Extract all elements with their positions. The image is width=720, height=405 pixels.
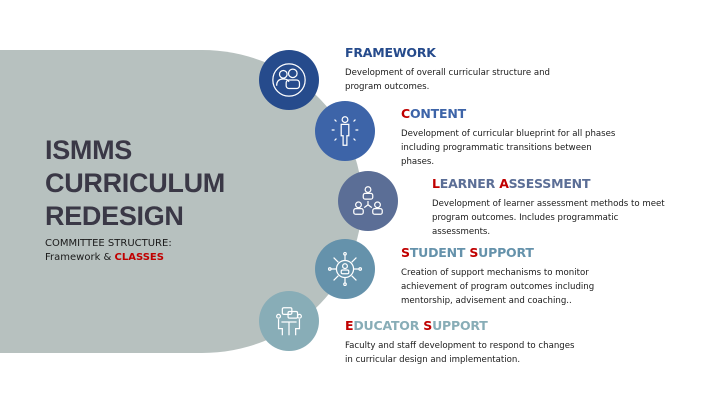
item-heading: LEARNER ASSESSMENT: [432, 176, 667, 191]
item-heading: CONTENT: [401, 106, 626, 121]
subtitle-line1: COMMITTEE STRUCTURE:: [45, 238, 172, 249]
heading-text: S: [469, 245, 479, 260]
title-line: CURRICULUM: [45, 168, 225, 198]
subtitle-highlight: CLASSES: [114, 252, 164, 263]
heading-text: S: [401, 245, 410, 260]
item-framework: FRAMEWORK Development of overall curricu…: [345, 45, 565, 94]
heading-text: TUDENT: [409, 245, 470, 260]
heading-text: FRAMEWORK: [345, 45, 436, 60]
group-network-icon: [338, 171, 398, 231]
item-heading: EDUCATOR SUPPORT: [345, 318, 575, 333]
page-title: ISMMS CURRICULUM REDESIGN: [45, 134, 225, 233]
item-description: Creation of support mechanisms to monito…: [401, 268, 595, 306]
heading-text: S: [423, 318, 433, 333]
heading-text: DUCATOR: [353, 318, 424, 333]
person-hub-icon: [315, 239, 375, 299]
heading-text: EARNER: [439, 176, 500, 191]
heading-text: A: [499, 176, 509, 191]
person-idea-icon: [315, 101, 375, 161]
heading-text: E: [345, 318, 354, 333]
people-chat-icon: [259, 50, 319, 110]
item-learner-assessment: LEARNER ASSESSMENT Development of learne…: [432, 176, 667, 239]
item-description: Development of learner assessment method…: [432, 199, 665, 237]
heading-text: ONTENT: [409, 106, 466, 121]
item-heading: FRAMEWORK: [345, 45, 565, 60]
heading-text: UPPORT: [432, 318, 488, 333]
meeting-table-icon: [259, 291, 319, 351]
item-description: Development of overall curricular struct…: [345, 68, 550, 92]
heading-text: UPPORT: [478, 245, 534, 260]
heading-text: C: [401, 106, 410, 121]
subtitle: COMMITTEE STRUCTURE: Framework & CLASSES: [45, 237, 172, 265]
item-description: Development of curricular blueprint for …: [401, 129, 616, 167]
item-educator-support: EDUCATOR SUPPORT Faculty and staff devel…: [345, 318, 575, 367]
item-student-support: STUDENT SUPPORT Creation of support mech…: [401, 245, 626, 308]
item-heading: STUDENT SUPPORT: [401, 245, 626, 260]
item-description: Faculty and staff development to respond…: [345, 341, 575, 365]
heading-text: SSESSMENT: [508, 176, 591, 191]
title-line: ISMMS: [45, 135, 133, 165]
title-line: REDESIGN: [45, 201, 184, 231]
item-content: CONTENT Development of curricular bluepr…: [401, 106, 626, 169]
heading-text: L: [432, 176, 440, 191]
subtitle-prefix: Framework &: [45, 252, 115, 263]
